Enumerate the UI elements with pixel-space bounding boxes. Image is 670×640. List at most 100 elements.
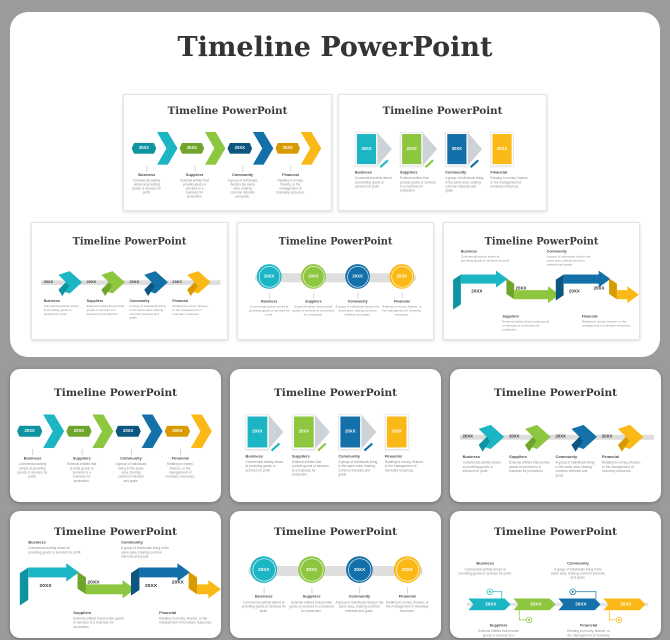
step-label-block: Financial Relating to money, finance, or… [275,165,323,200]
connector-line [81,448,83,456]
slide-card-arrow3d[interactable]: Timeline PowerPoint 20XX 20XX 20XX 20XX [450,369,661,502]
step-description: Commercial activity aimed at providing g… [460,254,510,262]
step-label-block: Suppliers External entities that provide… [509,454,555,478]
timeline-step: 20XX [338,414,384,451]
step-description: Commercial activity aimed at providing g… [248,304,290,317]
3d-arrow-icon [478,424,504,452]
template-preview-panel: Timeline PowerPoint Timeline PowerPoint … [10,12,660,357]
step-description: External entities that provide goods or … [478,629,519,638]
timeline-step: 20XX [291,414,338,451]
triangle-arrow-icon [361,415,377,449]
connector-line [406,587,408,594]
step-label-block: Suppliers External entities that provide… [502,314,551,332]
timeline-step: 20XX [463,422,509,452]
step-label: Financial [159,611,177,616]
timeline-band [248,566,423,576]
step-label-block: Community A group of individuals living … [556,454,602,478]
step-label: Financial [384,454,402,459]
chevron-arrow-icon [141,414,163,449]
slide-thumbnail-zigzag[interactable]: Timeline PowerPoint Business Commercial … [442,222,640,340]
step-label-block: Suppliers External entities that provide… [86,298,129,320]
step-label: Community [555,455,578,460]
connector-line [356,292,358,299]
step-label-block: Community A group of individuals living … [546,249,595,267]
step-description: A group of individuals living in the sam… [550,567,606,580]
callout-line [518,610,529,621]
slide-thumbnail-chevron[interactable]: Timeline PowerPoint 20XX 20XX 20XX 20XX … [123,94,332,211]
timeline-step: 20XX [86,269,129,296]
slide-title: Timeline PowerPoint [53,525,178,538]
slide-thumbnail-arrow3d[interactable]: Timeline PowerPoint 20XX 20XX 20XX 20XX [30,222,228,340]
step-description: A group of individuals living in the sam… [546,254,591,266]
connector-line [359,587,360,594]
rectangle-timeline: 20XX 20XX 20XX 20XX [354,131,545,168]
year-card-frame: 20XX [291,414,316,450]
slide-arrow3d: Timeline PowerPoint 20XX 20XX 20XX 20XX [450,376,661,494]
slide-card-zigzag[interactable]: Timeline PowerPoint Business Commercial … [10,511,221,638]
step-label: Financial [581,314,598,319]
year-badge: 20XX [402,134,422,165]
slide-card-rect[interactable]: Timeline PowerPoint 20XX 20XX 20XX 20XX [230,369,441,502]
timeline-step: 20XX [172,269,215,296]
connector-line [130,448,132,456]
step-description: Relating to money, finance, or the manag… [567,629,610,638]
year-badge: 20XX [227,142,253,154]
step-label: Suppliers [304,299,322,304]
step-label: Financial [171,299,188,304]
timeline-band [40,280,220,285]
step-description: External entities that provide goods or … [509,460,550,473]
year-card-frame: 20XX [354,131,379,167]
timeline-step: 20XX [115,414,165,449]
step-label-block: Community A group of individuals living … [121,539,174,559]
year-badge: 20XX [66,425,92,437]
year-circle: 20XX [388,264,414,289]
step-label: Community [347,299,368,304]
step-label-block: Financial Relating to money, finance, or… [385,453,431,477]
step-label: Financial [282,173,299,178]
triangle-arrow-icon [467,132,483,166]
step-label-block: Community A group of individuals living … [335,292,380,317]
year-card-frame: 20XX [490,131,514,167]
step-description: Commercial activity aimed at providing g… [241,600,286,613]
timeline-step: 20XX [400,131,445,168]
connector-line [194,165,195,172]
timeline-step: 20XX [66,414,115,449]
step-label: Financial [393,299,410,304]
zigzag-timeline: Business Commercial activity aimed at pr… [444,247,639,337]
step-label-block: Financial Relating to money, finance, or… [165,448,214,484]
callout-dot [525,616,533,624]
chevron-arrow-icon [190,414,212,449]
slide-title: Timeline PowerPoint [53,386,178,399]
year-circle: 20XX [300,264,326,289]
year-label: 20XX [601,434,613,440]
step-label: Community [445,170,467,176]
year-label: 20XX [515,285,526,290]
slide-card-grid: Timeline PowerPoint 20XX 20XX 20XX 20XX … [10,369,661,638]
year-label: 20XX [593,285,604,290]
step-label-block: Suppliers External entities that provide… [475,622,521,638]
connector-line [268,292,270,299]
step-description: Relating to money, finance, or the manag… [601,460,641,473]
slide-card-chevron[interactable]: Timeline PowerPoint 20XX 20XX 20XX 20XX … [10,369,221,502]
year-badge: 20XX [115,425,141,437]
rectangle-timeline: 20XX 20XX 20XX 20XX [245,414,441,451]
step-label-block: Financial Relating to money, finance, or… [581,314,630,328]
step-description: A group of individuals living in the sam… [335,304,380,317]
step-label-block: Business Commercial activity aimed at pr… [17,448,66,484]
3d-arrow-icon [100,271,125,296]
step-description: Commercial activity aimed at providing g… [462,460,501,473]
step-label-block: Community A group of individuals living … [548,560,607,580]
callout-line [492,591,503,600]
page-title: Timeline PowerPoint [177,32,493,63]
step-label-block: Business Commercial activity aimed at pr… [456,560,515,575]
year-label: 20XX [555,434,566,440]
year-label: 20XX [86,280,96,285]
timeline-step: 20XX [354,131,400,168]
slide-thumbnail-rect[interactable]: Timeline PowerPoint 20XX 20XX 20XX 20XX [338,94,547,211]
step-label: Community [232,173,254,178]
